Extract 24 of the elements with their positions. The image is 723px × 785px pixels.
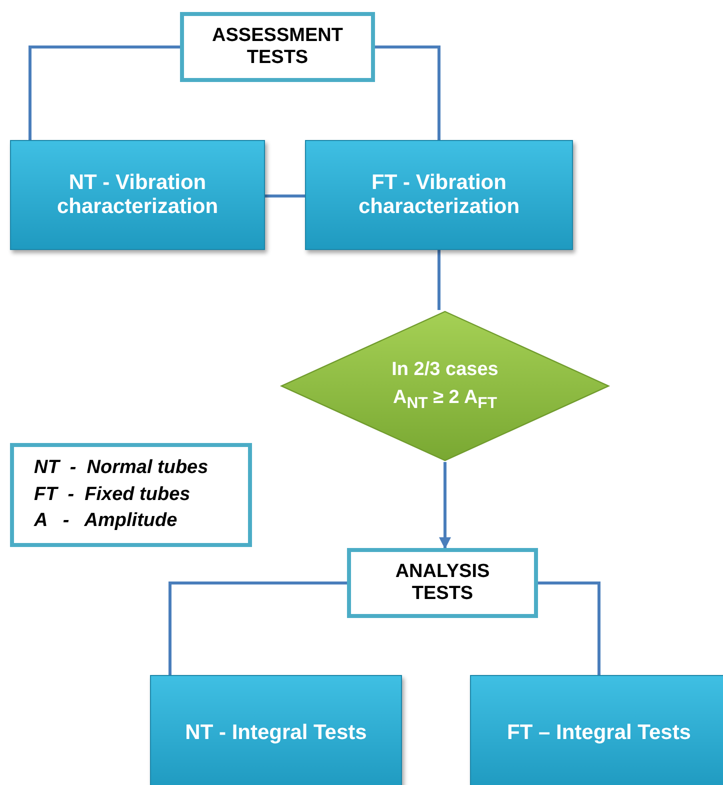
process-box: [10, 140, 265, 250]
connector-line: [265, 194, 305, 198]
node-text: In 2/3 cases A$_{NT}$ ≥ 2 A$_{FT}$: [390, 358, 500, 414]
stage-box: [347, 548, 538, 618]
node-text: ANALYSIS TESTS: [394, 561, 491, 605]
connector-line: [168, 582, 347, 675]
node-text: FT - Vibration characterization: [357, 171, 521, 219]
connector-line: [438, 250, 440, 310]
key-entry: NT - Normal tubes: [34, 456, 208, 480]
process-box: [150, 675, 402, 785]
node-text: NT - Integral Tests: [185, 720, 367, 744]
node-text: FT – Integral Tests: [507, 720, 691, 744]
process-box: [305, 140, 573, 250]
stage-box: [180, 12, 375, 82]
node-text: ASSESSMENT TESTS: [211, 25, 344, 69]
connector-line: [28, 46, 180, 140]
process-box: [470, 675, 723, 785]
arrow: [439, 462, 451, 550]
key-entry: FT - Fixed tubes: [34, 482, 190, 507]
abbreviation-key: [10, 443, 252, 547]
connector-line: [538, 582, 600, 675]
key-entry: A - Amplitude: [34, 509, 178, 534]
node-text: NT - Vibration characterization: [56, 171, 220, 219]
connector-line: [375, 46, 440, 140]
